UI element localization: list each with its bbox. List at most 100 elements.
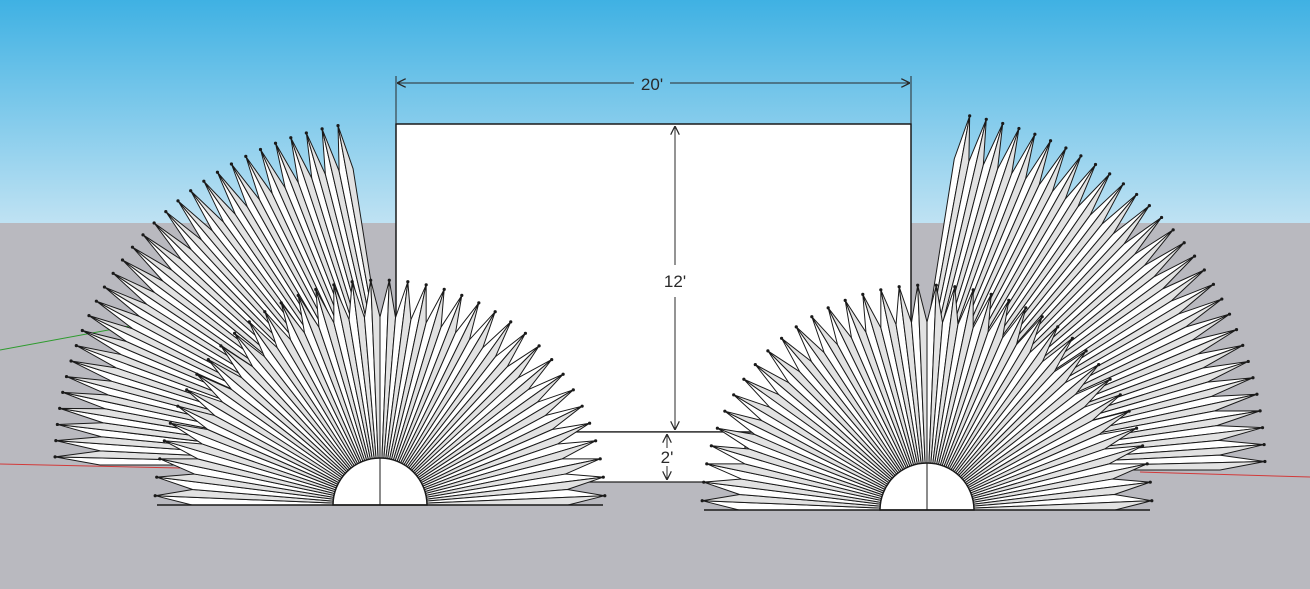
fan-vertex-point [130, 245, 135, 249]
fan-vertex-point [916, 283, 920, 287]
fan-vertex-point [247, 320, 251, 324]
fan-vertex-point [229, 162, 234, 166]
fan-vertex-point [336, 124, 340, 128]
fan-vertex-point [1024, 306, 1028, 310]
fan-vertex-point [598, 457, 602, 461]
fan-vertex-point [195, 372, 199, 376]
fan-vertex-point [968, 114, 972, 118]
fan-vertex-point [779, 336, 784, 340]
fan-vertex-point [1056, 325, 1060, 329]
fan-vertex-point [87, 314, 91, 318]
fan-vertex-point [1121, 182, 1126, 186]
width-dimension[interactable]: 20' [395, 75, 912, 124]
fan-vertex-point [1097, 362, 1101, 367]
fan-vertex-point [1001, 121, 1005, 126]
fan-vertex-point [53, 455, 57, 459]
fan-vertex-point [153, 494, 157, 498]
fan-vertex-point [861, 292, 865, 296]
fan-vertex-point [1148, 480, 1152, 484]
fan-vertex-point [810, 315, 814, 319]
fan-vertex-point [206, 357, 210, 362]
fan-vertex-point [152, 221, 156, 225]
fan-vertex-point [1048, 139, 1053, 143]
fan-vertex-point [185, 388, 189, 392]
fan-vertex-point [1251, 376, 1255, 380]
fan-vertex-point [1108, 172, 1112, 176]
fan-vertex-point [1147, 204, 1151, 208]
fan-vertex-point [1127, 409, 1131, 413]
fan-vertex-point [1202, 268, 1206, 272]
fan-vertex-point [1135, 426, 1139, 430]
green-axis [0, 325, 131, 351]
fan-vertex-point [1135, 192, 1139, 197]
fan-vertex-point [263, 310, 267, 314]
fan-vertex-point [1079, 154, 1083, 158]
fan-vertex-point [561, 372, 565, 376]
fan-vertex-point [879, 288, 883, 292]
fan-vertex-point [971, 288, 975, 292]
fan-vertex-point [258, 147, 263, 152]
fan-vertex-point [897, 285, 901, 289]
fan-vertex-point [509, 320, 513, 324]
fan-vertex-point [74, 343, 78, 348]
fan-vertex-point [984, 117, 988, 121]
fan-vertex-point [162, 439, 166, 443]
fan-vertex-point [369, 278, 373, 282]
fan-vertex-point [232, 331, 237, 335]
fan-vertex-point [424, 283, 428, 287]
fan-vertex-point [314, 287, 318, 291]
fan-vertex-point [550, 357, 554, 362]
fan-vertex-point [102, 285, 107, 289]
fan-vertex-point [826, 306, 830, 310]
fan-vertex-point [58, 406, 62, 410]
fan-vertex-point [523, 331, 528, 335]
fan-vertex-point [732, 393, 736, 397]
fan-vertex-point [69, 359, 73, 363]
fan-vertex-point [215, 170, 220, 174]
fan-vertex-point [406, 280, 410, 284]
fan-vertex-point [1150, 499, 1154, 503]
fan-vertex-point [723, 409, 727, 413]
fan-vertex-point [189, 189, 193, 193]
base-panel[interactable] [554, 431, 746, 483]
fan-vertex-point [54, 439, 58, 443]
fan-vertex-point [571, 388, 575, 392]
fan-vertex-point [55, 422, 59, 427]
fan-vertex-point [141, 233, 145, 237]
fan-vertex-point [742, 377, 746, 381]
fan-vertex-point [176, 199, 180, 203]
fan-vertex-point [94, 299, 98, 303]
fan-vertex-point [387, 278, 391, 282]
fan-vertex-point [493, 310, 497, 314]
fan-vertex-point [1263, 459, 1267, 464]
fan-vertex-point [715, 426, 719, 430]
fan-vertex-point [1159, 215, 1164, 220]
fan-vertex-point [1064, 146, 1068, 150]
fan-vertex-point [1262, 442, 1266, 447]
fan-vertex-point [934, 283, 938, 287]
fan-vertex-point [1118, 393, 1122, 397]
fan-vertex-point [1220, 297, 1224, 301]
fan-vertex-point [219, 344, 223, 348]
fan-vertex-point [304, 131, 308, 135]
fan-vertex-point [155, 475, 159, 479]
left-front-fan[interactable] [153, 278, 607, 506]
fan-vertex-point [1033, 132, 1037, 136]
fan-vertex-point [588, 421, 592, 425]
fan-vertex-point [158, 457, 162, 461]
fan-vertex-point [709, 444, 713, 448]
fan-vertex-point [320, 127, 324, 131]
fan-vertex-point [843, 298, 847, 302]
fan-vertex-point [332, 283, 336, 287]
fan-vertex-point [989, 292, 993, 296]
height-dimension[interactable]: 12' [664, 126, 686, 430]
fan-vertex-point [64, 374, 69, 379]
right-front-fan[interactable] [700, 283, 1154, 511]
base-dimension[interactable]: 2' [661, 434, 674, 480]
fan-vertex-point [1258, 409, 1262, 413]
fan-vertex-point [953, 285, 957, 289]
fan-vertex-point [1182, 241, 1186, 245]
fan-vertex-point [61, 390, 65, 394]
